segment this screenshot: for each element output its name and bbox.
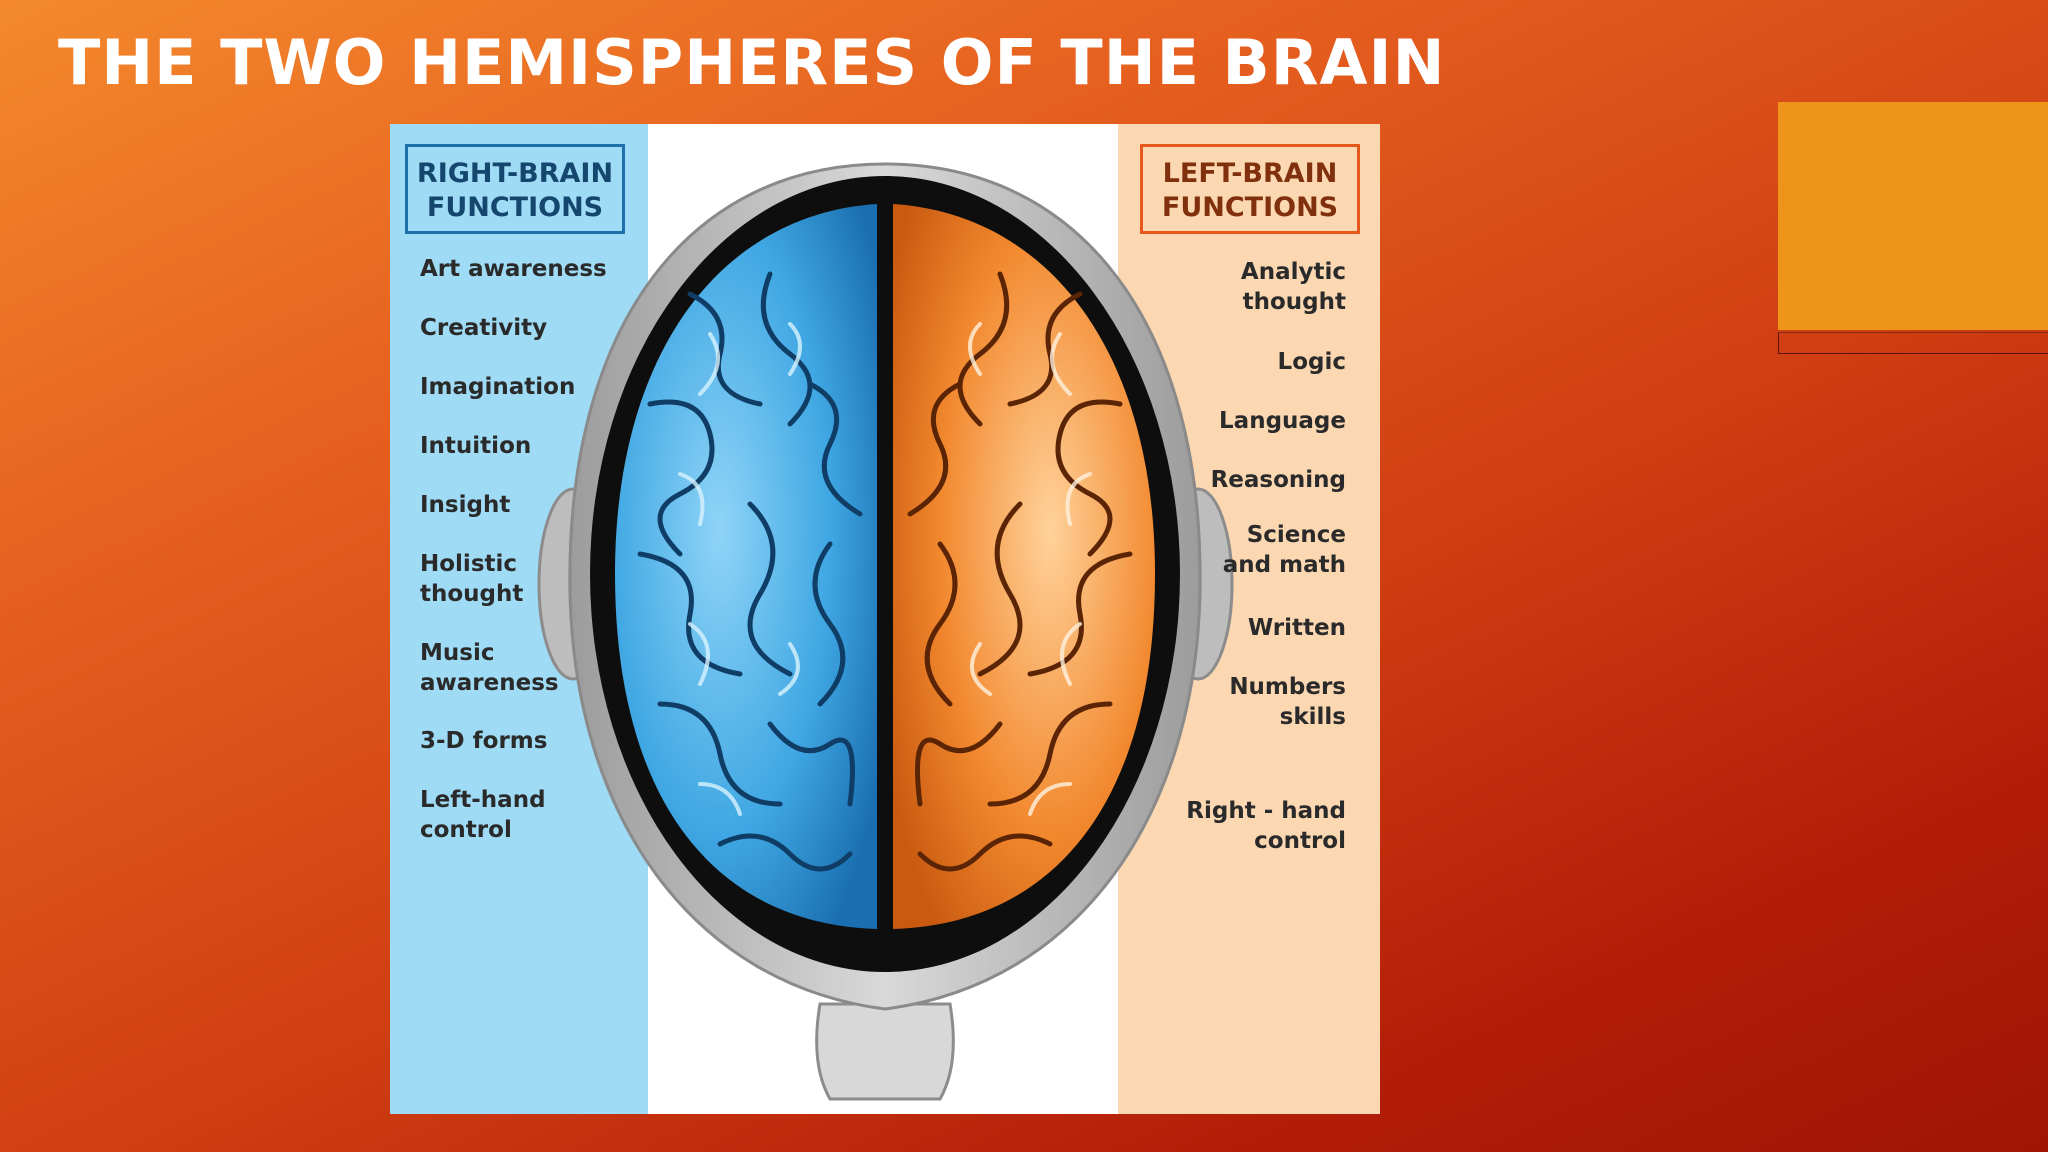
left-brain-function: Analytic thought xyxy=(1240,259,1346,315)
left-brain-function: Language xyxy=(1219,408,1346,434)
right-brain-function: Art awareness xyxy=(420,256,607,282)
right-brain-function: Intuition xyxy=(420,433,532,459)
accent-line xyxy=(1778,332,2048,354)
right-brain-heading-line1: RIGHT-BRAIN xyxy=(416,158,614,189)
right-brain-function: Imagination xyxy=(420,374,576,400)
left-brain-function: Reasoning xyxy=(1210,467,1346,493)
left-brain-function: Right - hand control xyxy=(1186,798,1346,854)
right-brain-function: Insight xyxy=(420,492,511,518)
right-brain-function: Creativity xyxy=(420,315,548,341)
right-brain-heading: RIGHT-BRAIN FUNCTIONS xyxy=(405,144,625,234)
left-brain-function: Numbers skills xyxy=(1229,674,1346,730)
left-brain-heading: LEFT-BRAIN FUNCTIONS xyxy=(1140,144,1360,234)
left-brain-heading-line1: LEFT-BRAIN xyxy=(1162,158,1338,189)
brain-hemispheres-figure: RIGHT-BRAIN FUNCTIONS LEFT-BRAIN FUNCTIO… xyxy=(390,124,1380,1114)
right-brain-function: Music awareness xyxy=(420,640,559,696)
accent-box xyxy=(1778,102,2048,330)
left-brain-function: Written xyxy=(1247,615,1346,641)
head-illustration xyxy=(537,162,1234,1101)
left-brain-heading-line2: FUNCTIONS xyxy=(1161,192,1339,223)
right-brain-function: Left-hand control xyxy=(420,787,546,843)
right-brain-function: Holistic thought xyxy=(420,551,524,607)
slide-title: THE TWO HEMISPHERES OF THE BRAIN xyxy=(58,26,1446,99)
right-brain-function: 3-D forms xyxy=(420,728,548,754)
right-brain-heading-line2: FUNCTIONS xyxy=(426,192,604,223)
left-brain-function: Science and math xyxy=(1222,522,1346,578)
left-brain-function: Logic xyxy=(1277,349,1346,375)
